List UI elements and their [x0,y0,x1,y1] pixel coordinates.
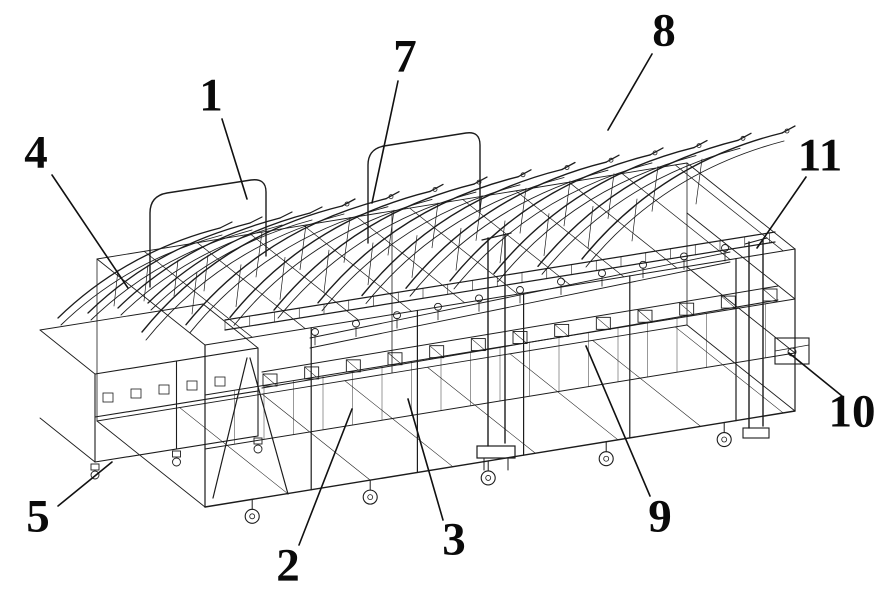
callout-label-10: 10 [828,385,876,438]
callout-label-7: 7 [393,30,417,83]
callout-label-1: 1 [199,69,223,122]
leader-lines [51,53,843,546]
callout-label-11: 11 [797,129,843,182]
callout-label-9: 9 [648,490,672,543]
callout-label-2: 2 [276,539,300,592]
callout-label-4: 4 [24,126,48,179]
callout-label-8: 8 [652,4,676,57]
callout-label-3: 3 [442,513,466,566]
machine-wireframe [39,125,810,524]
callout-label-5: 5 [26,490,50,543]
